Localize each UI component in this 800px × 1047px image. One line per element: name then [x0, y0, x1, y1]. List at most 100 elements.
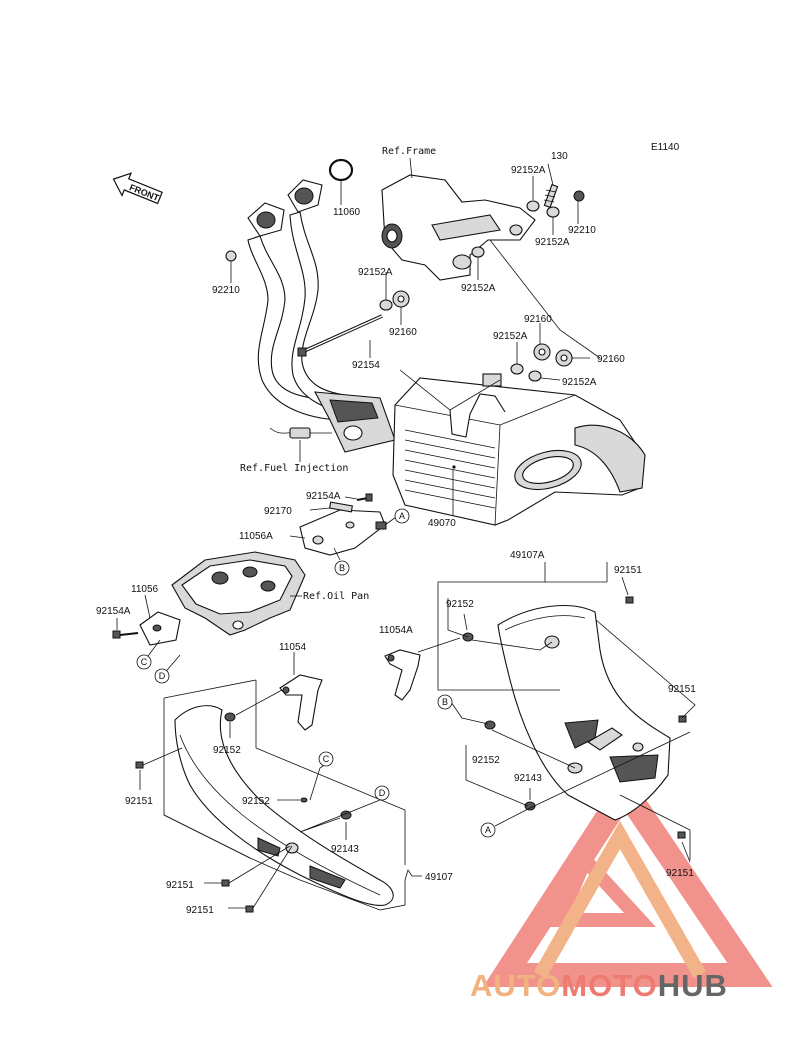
part-92154: 92154 — [352, 360, 380, 371]
bracket-11056 — [139, 611, 181, 646]
bracket-11054A — [384, 649, 421, 701]
part-11056: 11056 — [131, 584, 159, 595]
grommet-92152-rb — [484, 720, 496, 730]
diagram-code: E1140 — [651, 142, 680, 153]
part-92152A-r1: 92152A — [493, 331, 528, 342]
header-flange-rear — [287, 179, 323, 213]
leader-lines-left — [139, 652, 422, 911]
part-92154A-top: 92154A — [306, 491, 341, 502]
clip-92152-l2 — [300, 797, 308, 803]
grommet-92152-l — [224, 712, 236, 722]
leader-lines-top — [230, 163, 601, 515]
oil-pan — [171, 551, 306, 636]
logo-triangle-outer — [482, 768, 773, 987]
ref-fuel-injection-label: Ref.Fuel Injection — [240, 463, 348, 474]
nut-92210-right — [573, 190, 585, 202]
muffler-49070 — [392, 373, 646, 526]
part-11054A: 11054A — [379, 625, 413, 636]
exhaust-header-pipes — [247, 211, 396, 453]
callout-D-bottom: D — [374, 785, 390, 801]
part-92152-r: 92152 — [446, 599, 474, 610]
svg-text:C: C — [141, 657, 148, 667]
svg-text:C: C — [323, 754, 330, 764]
part-92170: 92170 — [264, 506, 292, 517]
part-92152A-top2: 92152A — [535, 237, 570, 248]
front-arrow: FRONT — [112, 172, 163, 205]
part-11054: 11054 — [279, 642, 307, 653]
callout-B-right: B — [437, 694, 453, 710]
washer-92152A-top — [526, 200, 540, 212]
part-92151-l3: 92151 — [186, 905, 214, 916]
grommet-92160-mid — [392, 290, 410, 308]
ref-frame-label: Ref.Frame — [382, 146, 436, 157]
part-92151-r2: 92151 — [668, 684, 696, 695]
part-92152A-mid: 92152A — [358, 267, 393, 278]
part-92143-l: 92143 — [331, 844, 359, 855]
part-92151-l2: 92151 — [166, 880, 194, 891]
callout-D-left: D — [154, 668, 170, 684]
part-49107A: 49107A — [510, 550, 545, 561]
part-92152A-r2: 92152A — [562, 377, 597, 388]
logo-triangle-inner — [549, 847, 656, 927]
svg-text:D: D — [379, 788, 386, 798]
part-92152-l2: 92152 — [242, 796, 270, 807]
bolt-92151-r1 — [625, 596, 634, 604]
part-11060: 11060 — [333, 207, 361, 218]
washer-92152A-mid — [379, 299, 393, 311]
front-arrow-icon — [112, 172, 163, 205]
bolt-92154 — [297, 314, 383, 357]
ref-oil-pan-label: Ref.Oil Pan — [303, 591, 369, 602]
bolt-92151-r2 — [678, 715, 687, 723]
bolt-92154A-top — [356, 493, 373, 502]
part-92152A-frame: 92152A — [461, 283, 496, 294]
part-92152A-top: 92152A — [511, 165, 546, 176]
automotohub-logo — [482, 768, 773, 987]
svg-text:B: B — [339, 563, 345, 573]
part-92152-l: 92152 — [213, 745, 241, 756]
nut-92210-left — [225, 250, 237, 262]
o2-sensor — [269, 427, 332, 439]
washer-92152A-r2 — [528, 370, 542, 382]
svg-text:B: B — [442, 697, 448, 707]
svg-text:A: A — [485, 825, 491, 835]
part-92152-rb: 92152 — [472, 755, 500, 766]
frame-bracket — [381, 174, 536, 281]
right-lower-cowl-49107A — [497, 605, 671, 821]
bolt-right-bracket — [375, 521, 387, 530]
callout-A-right: A — [480, 822, 496, 838]
header-flange-front — [247, 202, 285, 237]
part-92210-right: 92210 — [568, 225, 596, 236]
exhaust-gasket-11060 — [328, 158, 354, 182]
bolt-92151-r3 — [677, 831, 686, 839]
bracket-11056A — [299, 509, 386, 556]
callout-A-top: A — [394, 508, 410, 524]
part-92151-l1: 92151 — [125, 796, 153, 807]
muffler-grille — [404, 429, 496, 509]
part-92151-r3: 92151 — [666, 868, 694, 879]
svg-text:D: D — [159, 671, 166, 681]
left-lower-cowl-49107 — [174, 705, 394, 906]
part-92210-left: 92210 — [212, 285, 240, 296]
spacer-92170 — [329, 501, 353, 513]
washer-92152A-frame — [471, 246, 485, 258]
logo-stroke — [533, 820, 707, 979]
part-49070: 49070 — [428, 518, 456, 529]
grommet-92160-r2 — [555, 349, 573, 367]
part-labels: 11060 92210 130 92152A 92210 92152A 9215… — [96, 151, 696, 916]
part-92151-r1: 92151 — [614, 565, 642, 576]
bolt-92151-l2 — [221, 879, 230, 887]
svg-text:A: A — [399, 511, 405, 521]
part-92154A-left: 92154A — [96, 606, 131, 617]
part-49107: 49107 — [425, 872, 453, 883]
part-130: 130 — [551, 151, 568, 162]
callout-C-bottom: C — [318, 751, 334, 767]
grommet-92160-r1 — [533, 343, 551, 361]
leader-lines-right — [417, 562, 696, 863]
logo-text: AUTOMOTOHUB — [470, 968, 728, 1003]
part-11056A: 11056A — [239, 531, 273, 542]
bolt-92154A-left — [112, 630, 139, 639]
bolt-92151-l1 — [135, 761, 144, 769]
bolt-92151-l3 — [245, 905, 254, 913]
part-92160-mid: 92160 — [389, 327, 417, 338]
